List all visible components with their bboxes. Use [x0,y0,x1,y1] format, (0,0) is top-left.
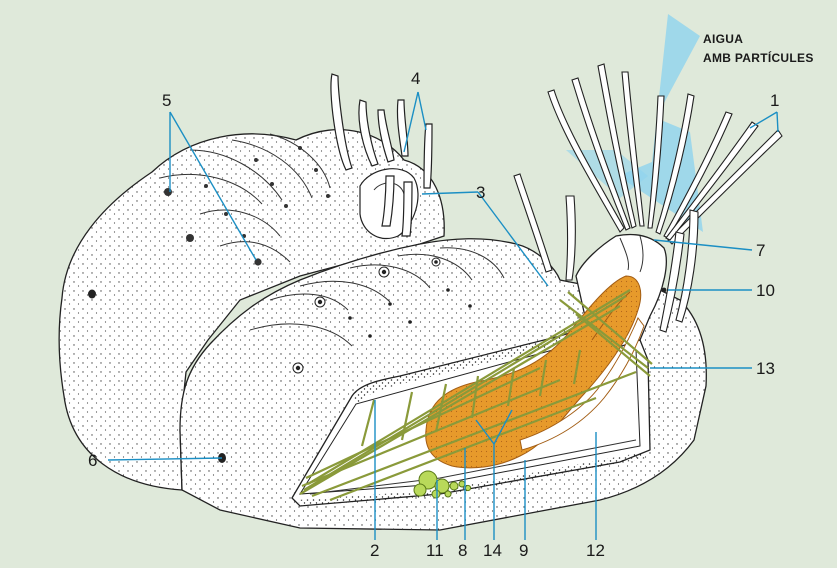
oral-tentacles [547,63,783,333]
label-4: 4 [411,69,420,88]
pore-6-upper [88,289,96,299]
rear-tentacles [330,73,433,237]
label-11: 11 [426,541,444,560]
label-3: 3 [476,183,485,202]
label-6: 6 [88,451,97,470]
label-12: 12 [586,541,605,560]
label-7: 7 [756,241,765,260]
caption-line-1: AIGUA [703,32,743,46]
leader-lines [107,91,779,540]
muscle-bands [299,289,653,502]
label-13: 13 [756,359,775,378]
label-2: 2 [370,541,379,560]
label-10: 10 [756,281,775,300]
rear-body-segment [58,128,445,491]
caption-line-2: AMB PARTÍCULES [703,50,814,65]
label-5: 5 [162,91,171,110]
label-9: 9 [519,541,528,560]
label-14: 14 [483,541,502,560]
front-tentacles [513,173,576,281]
gonads [413,470,472,499]
label-8: 8 [458,541,467,560]
label-1: 1 [770,91,779,110]
